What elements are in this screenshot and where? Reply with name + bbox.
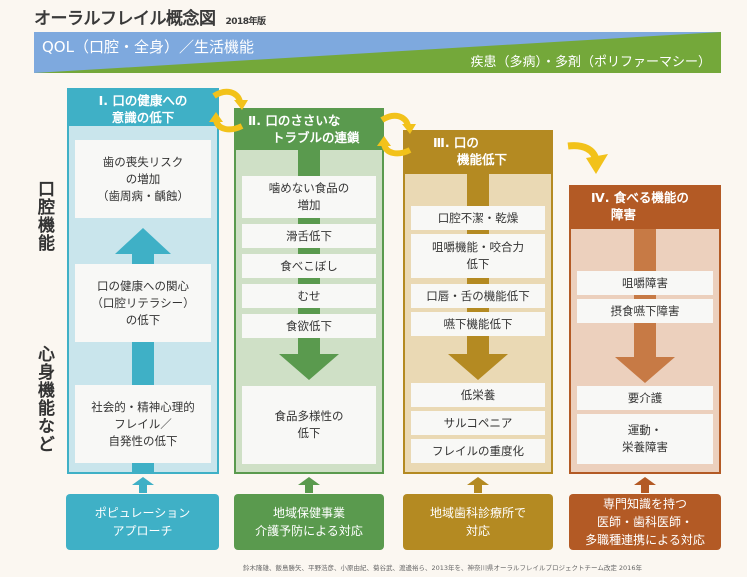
stage-1-column: Ⅰ. 口の健康への 意識の低下 歯の喪失リスクの増加（歯周病・齲蝕） 口の健康へ… bbox=[67, 88, 219, 474]
arrow-up-icon bbox=[634, 477, 656, 493]
stage-4-item: 咀嚼障害 bbox=[577, 271, 713, 295]
stage-3-item: 口唇・舌の機能低下 bbox=[411, 284, 545, 308]
footnote-citation: 鈴木隆雄、飯島勝矢、平野浩彦、小原由紀、菊谷武、渡邊裕ら、2013年を、神奈川県… bbox=[243, 564, 642, 572]
action-multidisciplinary: 専門知識を持つ医師・歯科医師・多職種連携による対応 bbox=[569, 494, 721, 550]
stage-2-heading: Ⅱ. 口のささいな トラブルの連鎖 bbox=[234, 108, 384, 150]
stage-4-column: Ⅳ. 食べる機能の 障害 咀嚼障害 摂食嚥下障害 要介護 運動・栄養障害 bbox=[569, 185, 721, 474]
stage-1-item: 社会的・精神心理的フレイル／自発性の低下 bbox=[75, 385, 211, 463]
title-text: オーラルフレイル概念図 bbox=[34, 9, 216, 29]
curved-arrow-icon bbox=[567, 142, 608, 174]
qol-disease-banner: QOL（口腔・全身）／生活機能 疾患（多病）・多剤（ポリファーマシー） bbox=[34, 32, 721, 73]
action-population-approach: ポピュレーションアプローチ bbox=[66, 494, 219, 550]
stage-2-item: 食欲低下 bbox=[242, 314, 376, 338]
stage-3-item: 低栄養 bbox=[411, 383, 545, 407]
stage-3-column: Ⅲ. 口の 機能低下 口腔不潔・乾燥 咀嚼機能・咬合力低下 口唇・舌の機能低下 … bbox=[403, 130, 553, 474]
stage-3-item: 嚥下機能低下 bbox=[411, 312, 545, 336]
stage-2-item: 食品多様性の低下 bbox=[242, 386, 376, 464]
stage-2-item: むせ bbox=[242, 284, 376, 308]
banner-graphic bbox=[34, 32, 721, 73]
disease-label: 疾患（多病）・多剤（ポリファーマシー） bbox=[470, 55, 711, 70]
side-label-oral: 口腔機能 bbox=[34, 180, 54, 252]
stage-1-item: 歯の喪失リスクの増加（歯周病・齲蝕） bbox=[75, 140, 211, 218]
disease-wedge bbox=[34, 32, 721, 73]
stage-3-item: 口腔不潔・乾燥 bbox=[411, 206, 545, 230]
stage-1-heading: Ⅰ. 口の健康への 意識の低下 bbox=[67, 88, 219, 126]
arrow-up-icon bbox=[298, 477, 320, 493]
arrow-down-icon bbox=[279, 336, 339, 380]
stage-4-item: 運動・栄養障害 bbox=[577, 414, 713, 464]
stage-1-item: 口の健康への関心（口腔リテラシー）の低下 bbox=[75, 264, 211, 342]
cycle-arrows-icon bbox=[377, 112, 416, 157]
stage-4-item: 要介護 bbox=[577, 386, 713, 410]
stage-3-item: フレイルの重度化 bbox=[411, 439, 545, 463]
version-label: 2018年版 bbox=[225, 17, 267, 27]
arrow-up-icon bbox=[115, 228, 171, 284]
qol-label: QOL（口腔・全身）／生活機能 bbox=[42, 38, 254, 56]
cycle-arrows-icon bbox=[209, 88, 248, 133]
arrow-down-icon bbox=[448, 336, 508, 380]
stage-2-item: 食べこぼし bbox=[242, 254, 376, 278]
diagram-title: オーラルフレイル概念図 2018年版 bbox=[34, 4, 266, 29]
stage-2-item: 滑舌低下 bbox=[242, 224, 376, 248]
stage-3-heading: Ⅲ. 口の 機能低下 bbox=[403, 130, 553, 174]
action-community-health: 地域保健事業介護予防による対応 bbox=[234, 494, 384, 550]
stage-3-item: 咀嚼機能・咬合力低下 bbox=[411, 234, 545, 278]
stage-2-item: 噛めない食品の増加 bbox=[242, 176, 376, 218]
side-label-mind-body: 心身機能など bbox=[34, 345, 54, 453]
stage-3-item: サルコペニア bbox=[411, 411, 545, 435]
stage-4-heading: Ⅳ. 食べる機能の 障害 bbox=[569, 185, 721, 229]
arrow-up-icon bbox=[467, 477, 489, 493]
arrow-down-icon bbox=[615, 339, 675, 383]
stage-4-item: 摂食嚥下障害 bbox=[577, 299, 713, 323]
stage-2-column: Ⅱ. 口のささいな トラブルの連鎖 噛めない食品の増加 滑舌低下 食べこぼし む… bbox=[234, 108, 384, 474]
arrow-up-icon bbox=[132, 477, 154, 493]
action-dental-clinic: 地域歯科診療所で対応 bbox=[403, 494, 553, 550]
